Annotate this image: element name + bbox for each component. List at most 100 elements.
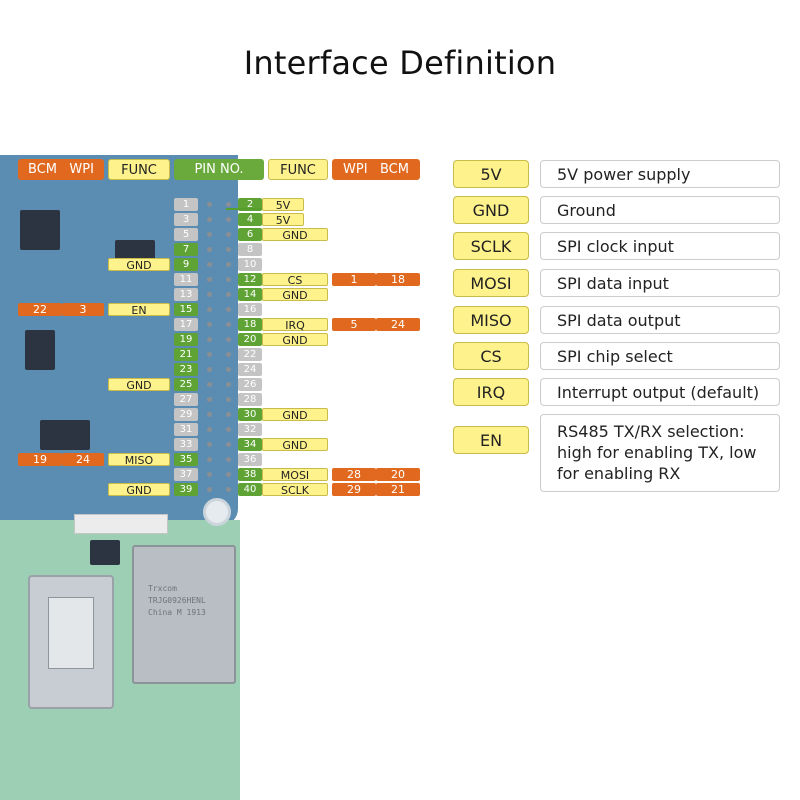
pin34-func: GND bbox=[262, 438, 328, 452]
pin-33: 33 bbox=[174, 438, 198, 451]
pin-dot-2 bbox=[226, 202, 231, 207]
pin-37: 37 bbox=[174, 468, 198, 481]
pin-dot-6 bbox=[226, 232, 231, 237]
pin-dot-35 bbox=[207, 457, 212, 462]
pin-3: 3 bbox=[174, 213, 198, 226]
pin-dot-22 bbox=[226, 352, 231, 357]
pin38-func: MOSI bbox=[262, 468, 328, 482]
header-pin-no: PIN NO. bbox=[174, 159, 264, 180]
pin35-bcm: 19 bbox=[18, 453, 62, 466]
page-title: Interface Definition bbox=[243, 44, 557, 82]
header-right-wpi: WPI bbox=[343, 162, 368, 177]
pin-34: 34 bbox=[238, 438, 262, 451]
pin-dot-20 bbox=[226, 337, 231, 342]
pin35-wpi: 24 bbox=[62, 453, 104, 466]
legend-desc-gnd: Ground bbox=[540, 196, 780, 224]
pin-5: 5 bbox=[174, 228, 198, 241]
pin-dot-10 bbox=[226, 262, 231, 267]
legend-key-cs: CS bbox=[453, 342, 529, 370]
pin-dot-21 bbox=[207, 352, 212, 357]
eth-line-3: China M 1913 bbox=[148, 608, 206, 617]
pin-38: 38 bbox=[238, 468, 262, 481]
pin-14: 14 bbox=[238, 288, 262, 301]
pin-21: 21 bbox=[174, 348, 198, 361]
pin-dot-31 bbox=[207, 427, 212, 432]
pin-dot-26 bbox=[226, 382, 231, 387]
pin-25: 25 bbox=[174, 378, 198, 391]
pin-23: 23 bbox=[174, 363, 198, 376]
pin30-func: GND bbox=[262, 408, 328, 422]
eth-line-1: Trxcom bbox=[148, 584, 177, 593]
legend-key-gnd: GND bbox=[453, 196, 529, 224]
pin40-bcm: 21 bbox=[376, 483, 420, 496]
pin6-func: GND bbox=[262, 228, 328, 242]
ethernet-port-marking: Trxcom TRJG0926HENL China M 1913 bbox=[148, 583, 206, 619]
pin18-bcm: 24 bbox=[376, 318, 420, 331]
pin-dot-8 bbox=[226, 247, 231, 252]
pin-dot-39 bbox=[207, 487, 212, 492]
pin-13: 13 bbox=[174, 288, 198, 301]
pin-28: 28 bbox=[238, 393, 262, 406]
pin-dot-4 bbox=[226, 217, 231, 222]
header-right-bcm: BCM bbox=[379, 162, 409, 177]
pin-31: 31 bbox=[174, 423, 198, 436]
pin-24: 24 bbox=[238, 363, 262, 376]
pin-16: 16 bbox=[238, 303, 262, 316]
chip bbox=[25, 330, 55, 370]
pin-40: 40 bbox=[238, 483, 262, 496]
legend-desc-mosi: SPI data input bbox=[540, 269, 780, 297]
pin-dot-13 bbox=[207, 292, 212, 297]
pin-17: 17 bbox=[174, 318, 198, 331]
pin-30: 30 bbox=[238, 408, 262, 421]
legend-desc-en: RS485 TX/RX selection: high for enabling… bbox=[540, 414, 780, 492]
ethernet-port: Trxcom TRJG0926HENL China M 1913 bbox=[132, 545, 236, 684]
pin15-wpi: 3 bbox=[62, 303, 104, 316]
pin-4: 4 bbox=[238, 213, 262, 226]
connector-line bbox=[226, 208, 262, 210]
pin-dot-23 bbox=[207, 367, 212, 372]
header-left-bcm: BCM bbox=[28, 162, 58, 177]
pin-dot-24 bbox=[226, 367, 231, 372]
pin18-func: IRQ bbox=[262, 318, 328, 332]
pin-1: 1 bbox=[174, 198, 198, 211]
pin2-func: 5V bbox=[262, 198, 304, 212]
pin-19: 19 bbox=[174, 333, 198, 346]
pin-11: 11 bbox=[174, 273, 198, 286]
pin15-func: EN bbox=[108, 303, 170, 317]
pin-dot-17 bbox=[207, 322, 212, 327]
legend-key-miso: MISO bbox=[453, 306, 529, 334]
legend-key-mosi: MOSI bbox=[453, 269, 529, 297]
pin-dot-38 bbox=[226, 472, 231, 477]
pin-26: 26 bbox=[238, 378, 262, 391]
usb-port-inner bbox=[48, 597, 94, 669]
pin-dot-3 bbox=[207, 217, 212, 222]
header-left-func: FUNC bbox=[108, 159, 170, 180]
pin-36: 36 bbox=[238, 453, 262, 466]
eth-line-2: TRJG0926HENL bbox=[148, 596, 206, 605]
pin-dot-29 bbox=[207, 412, 212, 417]
legend-key-sclk: SCLK bbox=[453, 232, 529, 260]
header-right-wpi-bcm: WPI BCM bbox=[332, 159, 420, 180]
pin-dot-36 bbox=[226, 457, 231, 462]
pin38-wpi: 28 bbox=[332, 468, 376, 481]
pin-dot-5 bbox=[207, 232, 212, 237]
pin-20: 20 bbox=[238, 333, 262, 346]
pin-35: 35 bbox=[174, 453, 198, 466]
usb-port bbox=[28, 575, 114, 709]
pin-dot-30 bbox=[226, 412, 231, 417]
header-left-bcm-wpi: BCM WPI bbox=[18, 159, 104, 180]
pin12-bcm: 18 bbox=[376, 273, 420, 286]
pin-dot-37 bbox=[207, 472, 212, 477]
pin14-func: GND bbox=[262, 288, 328, 302]
pin-27: 27 bbox=[174, 393, 198, 406]
pin-2: 2 bbox=[238, 198, 262, 211]
pin40-wpi: 29 bbox=[332, 483, 376, 496]
chip bbox=[20, 210, 60, 250]
legend-desc-irq: Interrupt output (default) bbox=[540, 378, 780, 406]
chip bbox=[40, 420, 90, 450]
pin-12: 12 bbox=[238, 273, 262, 286]
pin-18: 18 bbox=[238, 318, 262, 331]
pin-dot-16 bbox=[226, 307, 231, 312]
pin-header-connector bbox=[74, 514, 168, 534]
pin-dot-34 bbox=[226, 442, 231, 447]
